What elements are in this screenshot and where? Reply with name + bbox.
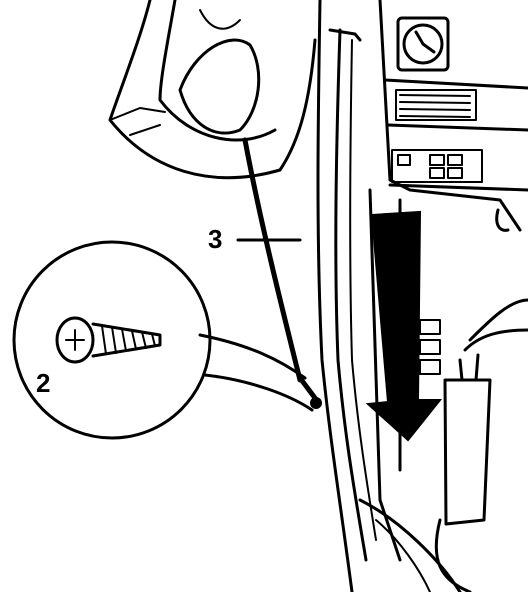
- gear-lever-icon: [434, 208, 528, 592]
- trim-panel-strip: [316, 0, 377, 592]
- steering-wheel-icon: [108, 0, 317, 180]
- screw-location-marker: [310, 397, 322, 409]
- clock-icon: [396, 16, 450, 72]
- floor-line: [358, 498, 462, 592]
- leader-line-strip: [242, 137, 303, 383]
- callout-screw-label: 2: [36, 368, 51, 398]
- removal-arrow-icon: [365, 210, 443, 442]
- screw-icon: [55, 316, 322, 409]
- floor-line-inner: [375, 519, 431, 592]
- callout-trim-panel-label: 3: [208, 224, 223, 254]
